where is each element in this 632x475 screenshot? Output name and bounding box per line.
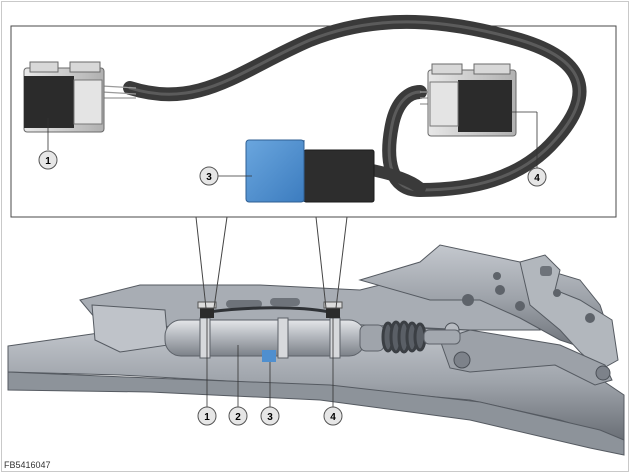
svg-text:4: 4	[534, 173, 540, 184]
callout-main-1: 1	[197, 406, 217, 426]
svg-text:3: 3	[267, 412, 273, 423]
detail-leaders	[47, 111, 538, 177]
callout-main-2: 2	[228, 406, 248, 426]
callout-main-4: 4	[323, 406, 343, 426]
callout-detail-4: 4	[527, 167, 547, 187]
figure-id-label: FB5416047	[4, 460, 51, 470]
callout-detail-1: 1	[38, 150, 58, 170]
main-harness	[197, 301, 343, 362]
main-highlight-part	[262, 350, 276, 362]
callout-detail-3: 3	[199, 166, 219, 186]
svg-text:2: 2	[235, 412, 241, 423]
detail-cable	[101, 14, 587, 198]
detail-connector-right	[427, 63, 517, 137]
svg-text:3: 3	[206, 172, 212, 183]
detail-connector-left	[23, 61, 105, 133]
callout-main-3: 3	[260, 406, 280, 426]
svg-text:1: 1	[204, 412, 210, 423]
main-leaders	[206, 318, 334, 407]
svg-text:1: 1	[45, 156, 51, 167]
svg-text:4: 4	[330, 412, 336, 423]
seat-frame-assembly	[7, 244, 625, 456]
projection-lines	[195, 216, 348, 309]
detail-connector-highlight	[245, 139, 375, 203]
